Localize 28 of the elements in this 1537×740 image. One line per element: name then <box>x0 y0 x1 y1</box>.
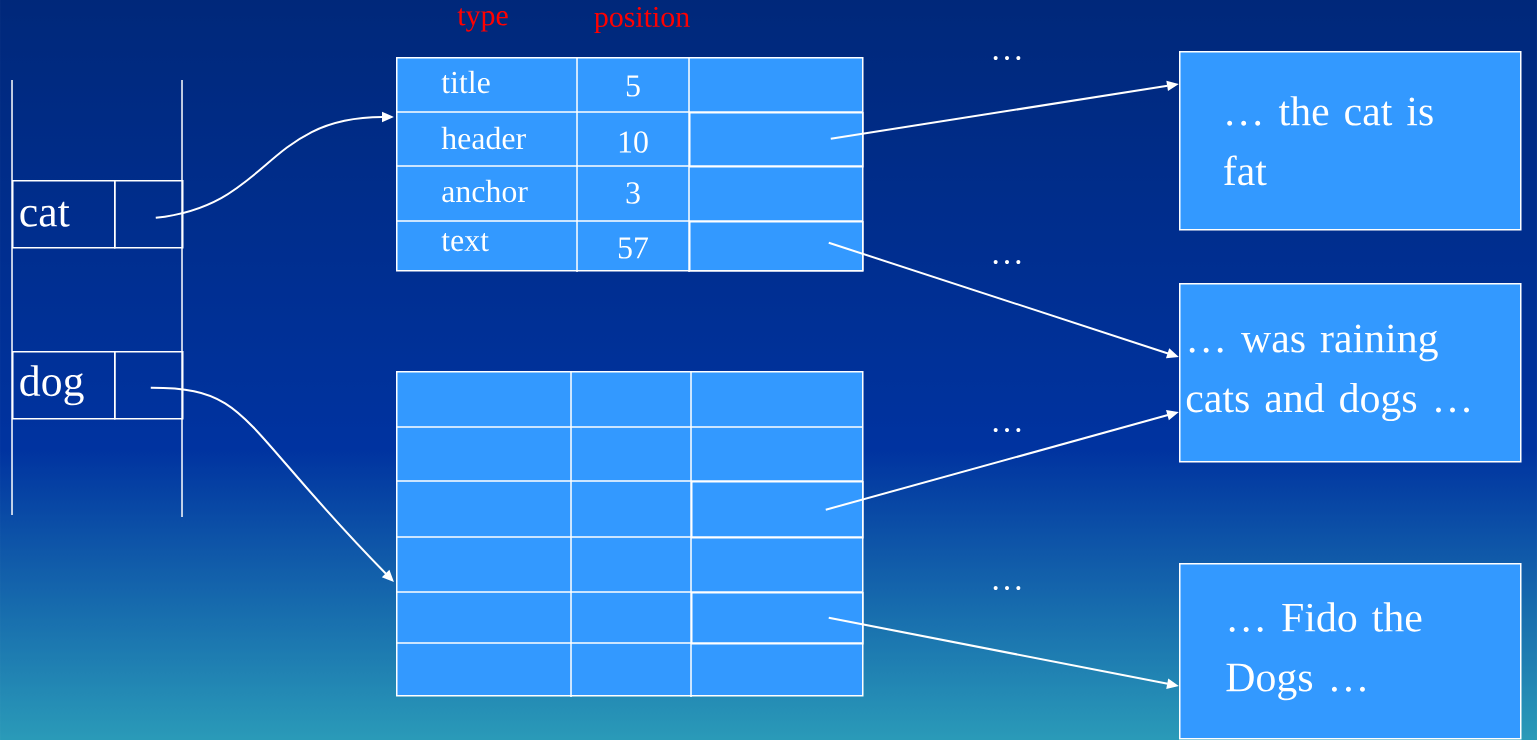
table <box>396 57 864 272</box>
pointer-cell <box>114 351 184 420</box>
pointer-cell <box>691 592 864 645</box>
ellipsis: … <box>993 586 1021 590</box>
pointer-cell <box>114 180 184 249</box>
cell-text: text <box>441 232 489 252</box>
pointer-cell <box>689 221 864 272</box>
cell-text: header <box>441 126 526 150</box>
key-cell: dog <box>12 351 116 420</box>
cell-text: 3 <box>626 182 640 204</box>
cell-text: title <box>441 70 490 94</box>
cell-text: 10 <box>619 131 648 153</box>
text-box: … the cat is fat <box>1179 51 1522 231</box>
pointer-cell <box>689 112 864 168</box>
column-heading: position <box>594 6 690 34</box>
cell-text: 5 <box>626 75 640 97</box>
cell-text: anchor <box>442 179 528 203</box>
arrow <box>149 386 394 582</box>
text-box: … was raining cats and dogs … <box>1179 283 1522 463</box>
cell-text: 57 <box>618 237 649 259</box>
ellipsis: … <box>993 56 1021 60</box>
key-cell: cat <box>12 180 116 249</box>
table <box>396 371 864 697</box>
text-box: … Fido the Dogs … <box>1179 563 1522 740</box>
pointer-cell <box>691 481 864 539</box>
column-heading: type <box>457 8 508 32</box>
ellipsis: … <box>993 260 1021 264</box>
ellipsis: … <box>993 428 1021 432</box>
